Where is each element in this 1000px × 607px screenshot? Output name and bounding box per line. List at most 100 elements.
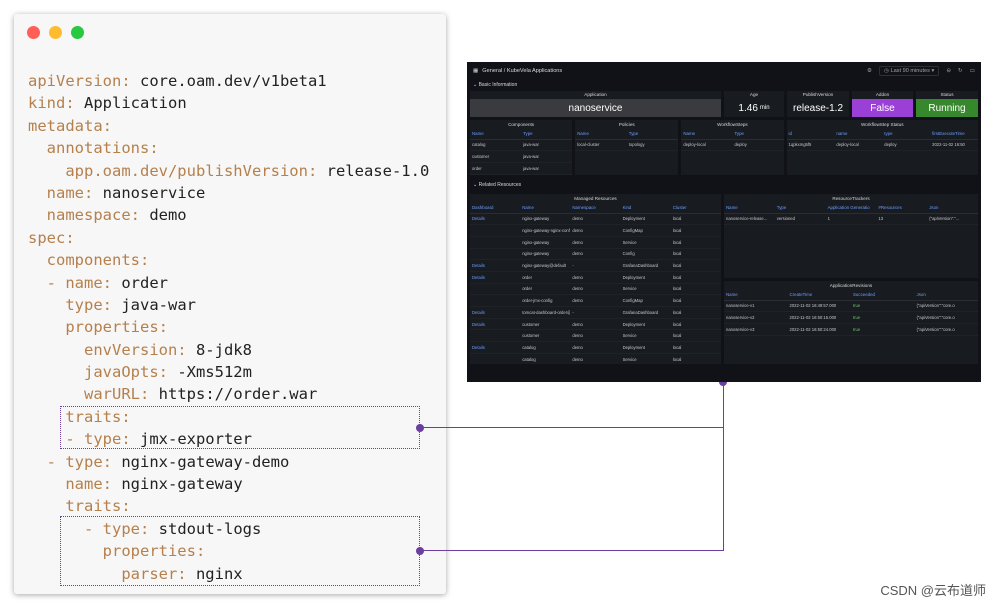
column-header[interactable]: name	[834, 129, 883, 140]
table-cell: order-jmx-config	[520, 294, 571, 307]
column-header[interactable]: Name	[724, 290, 788, 301]
code-line: metadata:	[28, 115, 429, 137]
column-header[interactable]: #Resources	[876, 203, 928, 214]
related-resources-row[interactable]: ⌄ Related Resources	[473, 182, 522, 188]
column-header[interactable]: Dashboard	[470, 203, 521, 214]
yaml-value: nanoservice	[93, 183, 206, 202]
column-header[interactable]: Application Generatio	[825, 203, 877, 214]
tv-mode-icon[interactable]: ▭	[969, 67, 975, 74]
column-header[interactable]: Name	[724, 203, 775, 214]
minimize-dot[interactable]	[49, 26, 62, 39]
table-cell	[470, 329, 521, 343]
column-header[interactable]: Name	[681, 129, 733, 140]
column-header[interactable]: Kind	[620, 203, 671, 214]
column-header[interactable]: Json	[927, 203, 978, 214]
yaml-key: traits:	[28, 407, 131, 426]
table-cell: demo	[570, 236, 621, 249]
column-header[interactable]: Name	[520, 203, 571, 214]
breadcrumb[interactable]: General / KubeVela Applications	[482, 67, 563, 74]
yaml-key: warURL:	[28, 385, 150, 404]
column-header[interactable]: Type	[732, 129, 784, 140]
yaml-key: annotations:	[28, 139, 159, 158]
table-cell: nginx-gateway	[520, 236, 571, 249]
table-cell: tomcat-dashboard-order@default	[520, 306, 571, 319]
time-range-picker[interactable]: ◷ Last 90 minutes ▾	[879, 65, 940, 76]
table-cell: -	[570, 259, 621, 272]
table-cell: GrafanaDashboard	[620, 306, 671, 319]
column-header[interactable]: id	[786, 129, 835, 140]
column-header[interactable]: Json	[914, 290, 978, 301]
table-cell: deploy	[732, 139, 784, 152]
yaml-key: namespace:	[28, 206, 140, 225]
details-link[interactable]: Details	[470, 271, 521, 284]
details-link[interactable]: Details	[470, 341, 521, 354]
table-cell: local	[670, 248, 721, 261]
code-line: name: nginx-gateway	[28, 473, 429, 495]
yaml-value: java-war	[112, 295, 196, 314]
table-cell: nginx-gateway	[520, 248, 571, 261]
details-link[interactable]: Details	[470, 306, 521, 319]
zoom-out-icon[interactable]: ⊖	[946, 67, 952, 74]
column-header[interactable]: Cluster	[670, 203, 721, 214]
details-link[interactable]: Details	[470, 318, 521, 331]
table-cell: {"apiVersion":"core.o	[914, 311, 978, 324]
table-cell: local	[670, 224, 721, 237]
yaml-value: 8-jdk8	[186, 340, 252, 359]
table-cell: ConfigMap	[620, 224, 671, 237]
column-header[interactable]: Type	[521, 129, 573, 140]
settings-icon[interactable]: ⚙	[867, 67, 873, 74]
panel-title: WorkflowStep Status	[861, 122, 904, 127]
table-cell	[470, 294, 521, 307]
close-dot[interactable]	[27, 26, 40, 39]
details-link[interactable]: Details	[470, 213, 521, 226]
table-cell: local	[670, 329, 721, 343]
yaml-key: name:	[28, 475, 112, 494]
table-cell: demo	[570, 318, 621, 331]
column-header[interactable]: type	[882, 129, 931, 140]
details-link[interactable]: Details	[470, 259, 521, 272]
yaml-value: demo	[139, 206, 187, 225]
table-cell: 1qpkxmg5f5	[786, 139, 835, 152]
table-cell: deploy	[882, 139, 931, 152]
column-header[interactable]: Name	[575, 129, 627, 140]
column-header[interactable]: Succeeded	[851, 290, 915, 301]
code-line: - name: order	[28, 272, 429, 294]
column-header[interactable]: firstExecuteTime	[930, 129, 979, 140]
stat-title: Age	[749, 92, 759, 97]
status-stat: Status Running	[916, 91, 978, 117]
window-controls	[27, 26, 84, 39]
column-header[interactable]: Type	[626, 129, 679, 140]
table-cell: true	[851, 323, 915, 336]
yaml-value: nginx-gateway-demo	[112, 452, 290, 471]
basic-info-title: Basic Information	[478, 82, 518, 88]
refresh-icon[interactable]: ↻	[958, 67, 963, 74]
yaml-key: - type:	[28, 452, 112, 471]
table-cell: local	[670, 353, 721, 364]
maximize-dot[interactable]	[71, 26, 84, 39]
table-cell: local	[670, 306, 721, 319]
basic-info-row[interactable]: ⌄ Basic Information	[473, 82, 518, 88]
column-header[interactable]: Type	[774, 203, 826, 214]
column-header[interactable]: Name	[470, 129, 522, 140]
yaml-value: jmx-exporter	[130, 430, 252, 449]
column-header[interactable]: Namespace	[570, 203, 621, 214]
code-line: - type: stdout-logs	[28, 518, 429, 540]
yaml-value: stdout-logs	[149, 519, 262, 538]
table-cell: demo	[570, 248, 621, 261]
table-cell: demo	[570, 213, 621, 226]
table-cell: order	[520, 271, 571, 284]
table-cell: local-cluster	[575, 139, 627, 152]
code-line: name: nanoservice	[28, 182, 429, 204]
column-header[interactable]: CreateTime	[787, 290, 851, 301]
yaml-key: metadata:	[28, 116, 112, 135]
